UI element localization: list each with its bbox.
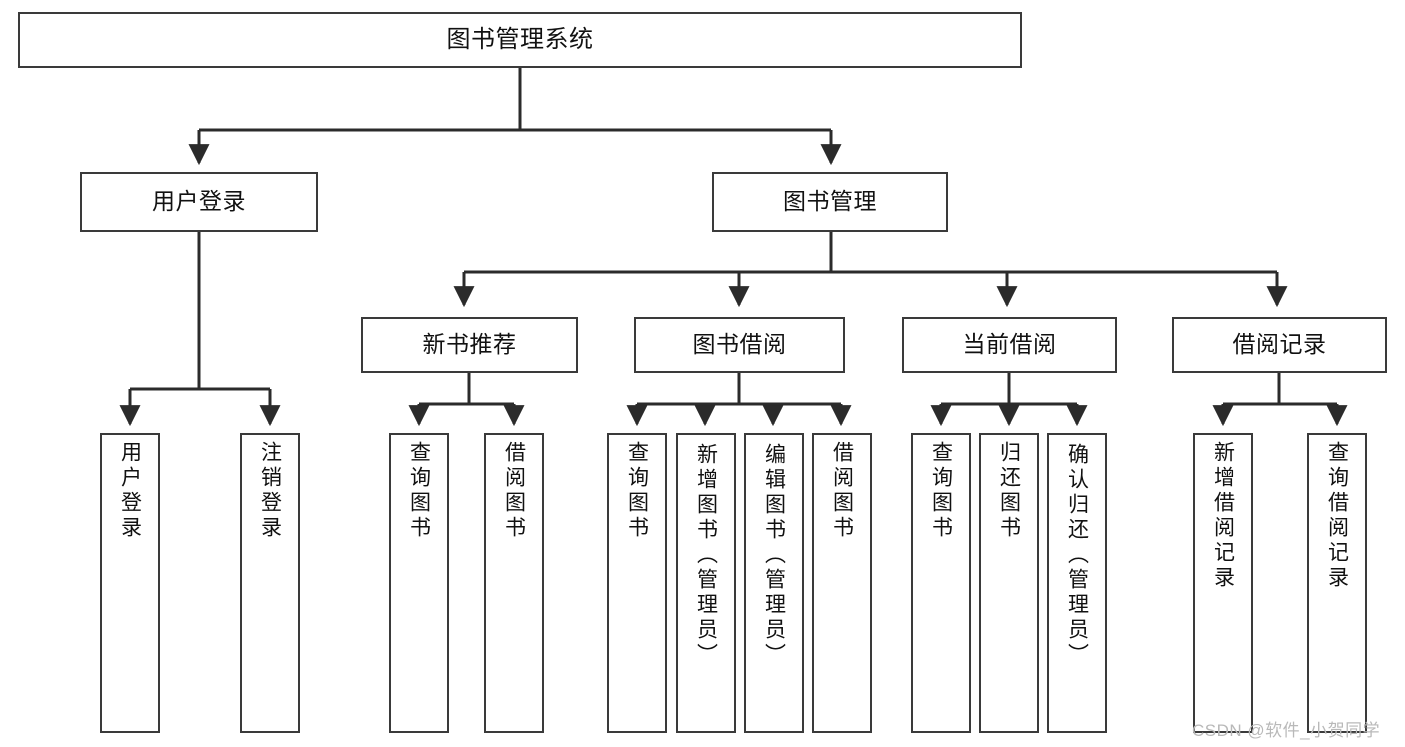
node-label: 归还图书 — [997, 441, 1021, 541]
node-borrow-record[interactable]: 借阅记录 — [1172, 317, 1387, 373]
node-label: 查询图书 — [929, 441, 953, 541]
leaf-query-book-current[interactable]: 查询图书 — [911, 433, 971, 733]
node-label: 图书管理系统 — [446, 25, 594, 53]
node-book-management[interactable]: 图书管理 — [712, 172, 948, 232]
node-label: 编辑图书（管理员） — [762, 443, 786, 668]
node-book-borrow[interactable]: 图书借阅 — [634, 317, 845, 373]
leaf-edit-book-admin[interactable]: 编辑图书（管理员） — [744, 433, 804, 733]
node-root-book-management-system[interactable]: 图书管理系统 — [18, 12, 1022, 68]
node-new-book-recommend[interactable]: 新书推荐 — [361, 317, 578, 373]
node-label: 查询图书 — [625, 441, 649, 541]
node-label: 借阅记录 — [1232, 331, 1327, 358]
leaf-query-book-new-recommend[interactable]: 查询图书 — [389, 433, 449, 733]
leaf-query-borrow-record[interactable]: 查询借阅记录 — [1307, 433, 1367, 733]
leaf-user-login[interactable]: 用户登录 — [100, 433, 160, 733]
node-label: 注销登录 — [258, 441, 282, 541]
node-label: 确认归还（管理员） — [1065, 443, 1089, 668]
node-label: 图书管理 — [783, 188, 877, 215]
node-label: 当前借阅 — [962, 331, 1057, 358]
node-label: 查询借阅记录 — [1325, 441, 1349, 591]
node-label: 新书推荐 — [422, 331, 517, 358]
leaf-add-book-admin[interactable]: 新增图书（管理员） — [676, 433, 736, 733]
leaf-confirm-return-admin[interactable]: 确认归还（管理员） — [1047, 433, 1107, 733]
node-label: 用户登录 — [152, 188, 246, 215]
leaf-borrow-book-new-recommend[interactable]: 借阅图书 — [484, 433, 544, 733]
leaf-borrow-book-borrow[interactable]: 借阅图书 — [812, 433, 872, 733]
node-label: 查询图书 — [407, 441, 431, 541]
leaf-add-borrow-record[interactable]: 新增借阅记录 — [1193, 433, 1253, 733]
csdn-watermark: CSDN @软件_小贺同学 — [1192, 721, 1381, 740]
leaf-query-book-borrow[interactable]: 查询图书 — [607, 433, 667, 733]
node-user-login[interactable]: 用户登录 — [80, 172, 318, 232]
node-label: 用户登录 — [118, 441, 142, 541]
node-label: 新增图书（管理员） — [694, 443, 718, 668]
node-label: 图书借阅 — [692, 331, 787, 358]
node-current-borrow[interactable]: 当前借阅 — [902, 317, 1117, 373]
node-label: 借阅图书 — [830, 441, 854, 541]
leaf-return-book[interactable]: 归还图书 — [979, 433, 1039, 733]
node-label: 借阅图书 — [502, 441, 526, 541]
leaf-logout-login[interactable]: 注销登录 — [240, 433, 300, 733]
node-label: 新增借阅记录 — [1211, 441, 1235, 591]
